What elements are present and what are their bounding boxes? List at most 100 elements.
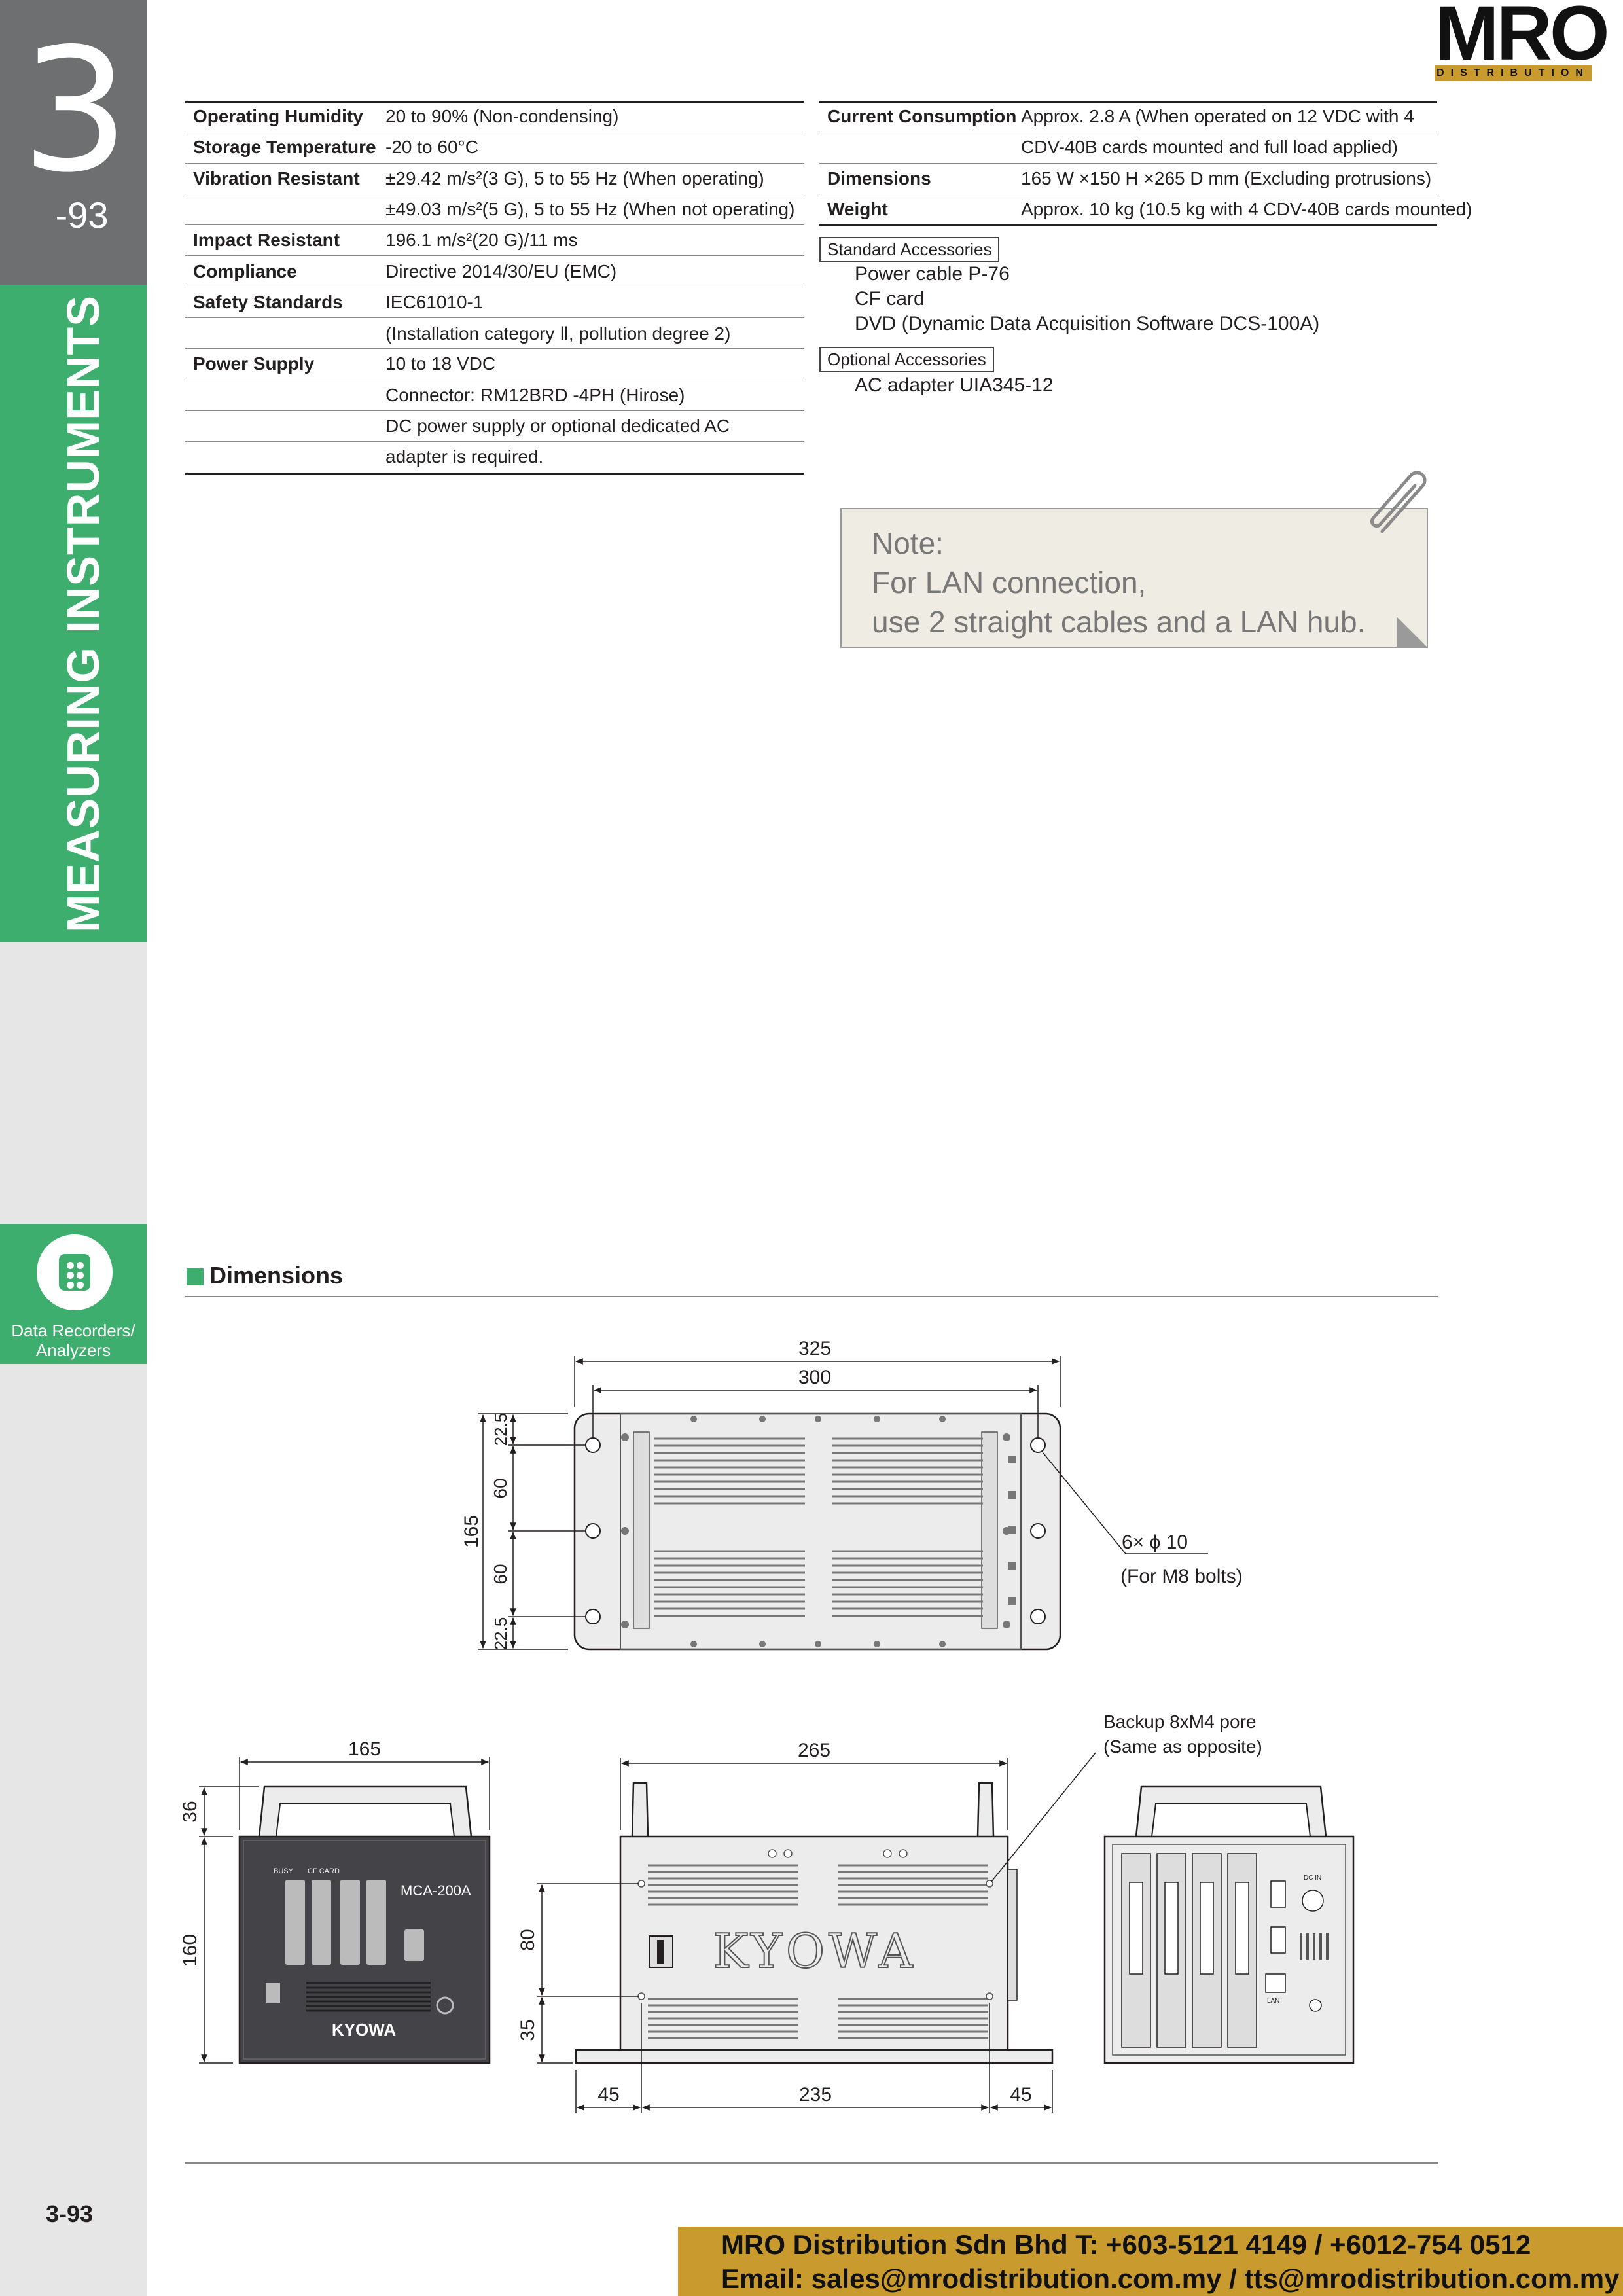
subcategory-line1: Data Recorders/ — [11, 1321, 135, 1340]
dim-side-45-right: 45 — [1010, 2084, 1031, 2106]
dim-side-45-left: 45 — [597, 2084, 619, 2106]
spec-value: 165 W ×150 H ×265 D mm (Excluding protru… — [1021, 168, 1432, 188]
rear-view: DC IN LAN — [1103, 1785, 1355, 2064]
spec-value: Approx. 10 kg (10.5 kg with 4 CDV-40B ca… — [1021, 199, 1472, 220]
category-label: MEASURING INSTRUMENTS — [58, 295, 109, 933]
section-rule — [185, 1296, 1438, 1297]
dim-side-80: 80 — [517, 1929, 539, 1950]
bottom-rule — [185, 2162, 1438, 2164]
spec-value-main: Approx. 10 kg — [1021, 198, 1134, 219]
spec-key: Power Supply — [193, 353, 315, 374]
backup-note-line2: (Same as opposite) — [1103, 1736, 1262, 1757]
hole-note: (For M8 bolts) — [1120, 1566, 1243, 1587]
subcategory-box: Data Recorders/ Analyzers — [0, 1224, 147, 1364]
dim-top-22-5-b: 22.5 — [491, 1617, 510, 1651]
spec-key: Compliance — [193, 260, 297, 281]
dim-side-265: 265 — [798, 1740, 830, 1761]
category-band — [0, 285, 147, 942]
spec-key: Storage Temperature — [193, 137, 376, 158]
spec-value: 10 to 18 VDC — [385, 353, 496, 374]
footer-contact: MRO Distribution Sdn Bhd T: +603-5121 41… — [678, 2227, 1623, 2296]
spec-key: Vibration Resistant — [193, 168, 360, 188]
note-line2: For LAN connection, — [872, 565, 1147, 600]
section-marker — [187, 1268, 204, 1285]
front-cf-label: CF CARD — [308, 1867, 340, 1875]
side-view: KYOWA 265 Backup 8xM4 pore (Same as oppo… — [517, 1712, 1262, 2113]
note-box: Note: For LAN connection, use 2 straight… — [840, 508, 1428, 648]
paperclip-icon — [1370, 471, 1427, 533]
spec-row: Safety Standards IEC61010-1 — [185, 287, 804, 319]
dim-front-36: 36 — [179, 1801, 201, 1822]
spec-row: Power Supply 10 to 18 VDC — [185, 348, 804, 380]
sidebar: 3 -93 MEASURING INSTRUMENTS Data Recorde… — [0, 0, 147, 2296]
spec-value: 196.1 m/s²(20 G)/11 ms — [385, 230, 578, 251]
spec-row: Storage Temperature -20 to 60°C — [185, 132, 804, 164]
note-line3: use 2 straight cables and a LAN hub. — [872, 605, 1366, 639]
side-brand: KYOWA — [713, 1924, 917, 1979]
spec-value: Directive 2014/30/EU (EMC) — [385, 260, 617, 281]
spec-key: Safety Standards — [193, 291, 343, 312]
front-vent — [306, 1982, 431, 2012]
note-line1: Note: — [872, 526, 944, 560]
spec-key: Impact Resistant — [193, 230, 340, 251]
side-vent — [648, 1864, 988, 2039]
page-number: 3-93 — [46, 2200, 94, 2227]
backup-note-line1: Backup 8xM4 pore — [1103, 1712, 1256, 1732]
dim-side-35: 35 — [517, 2019, 539, 2041]
spec-value: Approx. 2.8 A (When operated on 12 VDC w… — [1021, 106, 1414, 126]
spec-value-note: (10.5 kg with 4 CDV-40B cards mounted) — [1133, 198, 1472, 219]
optional-accessories-title: Optional Accessories — [819, 347, 994, 372]
spec-value: ±29.42 m/s²(3 G), 5 to 55 Hz (When opera… — [385, 168, 764, 188]
spec-row: Vibration Resistant ±29.42 m/s²(3 G), 5 t… — [185, 163, 804, 194]
dim-top-165: 165 — [461, 1515, 482, 1548]
rear-lan-label: LAN — [1267, 1998, 1279, 2005]
spec-row: Compliance Directive 2014/30/EU (EMC) — [185, 256, 804, 287]
standard-accessories-title: Standard Accessories — [819, 237, 1000, 262]
data-recorder-icon — [37, 1234, 113, 1310]
spec-value: (Installation category Ⅱ, pollution degr… — [385, 323, 731, 344]
standard-accessory-item: Power cable P-76 — [855, 263, 1010, 285]
logo-subtext: DISTRIBUTION — [1435, 65, 1592, 81]
note-text: Note: For LAN connection, use 2 straight… — [872, 524, 1365, 641]
chapter-box: 3 -93 — [0, 0, 147, 285]
spec-key: Dimensions — [827, 168, 931, 188]
spec-row: Impact Resistant 196.1 m/s²(20 G)/11 ms — [185, 224, 804, 257]
spec-row: ±49.03 m/s²(5 G), 5 to 55 Hz (When not o… — [185, 194, 804, 226]
standard-accessory-item: DVD (Dynamic Data Acquisition Software D… — [855, 313, 1320, 334]
mro-logo: MRO DISTRIBUTION — [1429, 0, 1613, 86]
spec-value: IEC61010-1 — [385, 291, 484, 312]
footer-line1: MRO Distribution Sdn Bhd T: +603-5121 41… — [721, 2229, 1531, 2260]
spec-row: (Installation category Ⅱ, pollution degr… — [185, 317, 804, 350]
chapter-page: -93 — [55, 194, 109, 236]
spec-value: 20 to 90% (Non-condensing) — [385, 106, 619, 126]
dim-front-160: 160 — [179, 1934, 201, 1967]
spec-key: Weight — [827, 198, 888, 219]
spec-row: DC power supply or optional dedicated AC — [185, 410, 804, 442]
dim-top-325: 325 — [798, 1338, 831, 1359]
spec-value: adapter is required. — [385, 446, 544, 467]
spec-row: Weight Approx. 10 kg (10.5 kg with 4 CDV-… — [819, 194, 1472, 224]
dim-top-60-b: 60 — [490, 1564, 510, 1584]
spec-value: CDV-40B cards mounted and full load appl… — [1021, 137, 1398, 158]
dim-top-300: 300 — [798, 1367, 831, 1388]
svg-text:BUSY: BUSY — [274, 1867, 294, 1875]
dim-side-235: 235 — [799, 2084, 832, 2106]
dim-top-60-a: 60 — [490, 1478, 510, 1498]
footer-line2: Email: sales@mrodistribution.com.my / tt… — [721, 2263, 1620, 2294]
spec-row: adapter is required. — [185, 441, 804, 472]
top-view: 325 300 165 22.5 60 60 22.5 6× ϕ 10 (For… — [461, 1338, 1243, 1650]
spec-row: Connector: RM12BRD -4PH (Hirose) — [185, 380, 804, 411]
spec-row: Dimensions 165 W ×150 H ×265 D mm (Exclud… — [819, 163, 1437, 194]
spec-key: Current Consumption — [827, 106, 1017, 126]
rear-dc-label: DC IN — [1304, 1874, 1321, 1882]
spec-value: DC power supply or optional dedicated AC — [385, 416, 730, 436]
spec-row: CDV-40B cards mounted and full load appl… — [819, 132, 1437, 164]
front-brand: KYOWA — [332, 2020, 396, 2039]
vent-grille — [654, 1437, 983, 1617]
spec-value: -20 to 60°C — [385, 137, 478, 158]
standard-accessory-item: CF card — [855, 288, 925, 310]
subcategory-label: Data Recorders/ Analyzers — [0, 1321, 147, 1360]
